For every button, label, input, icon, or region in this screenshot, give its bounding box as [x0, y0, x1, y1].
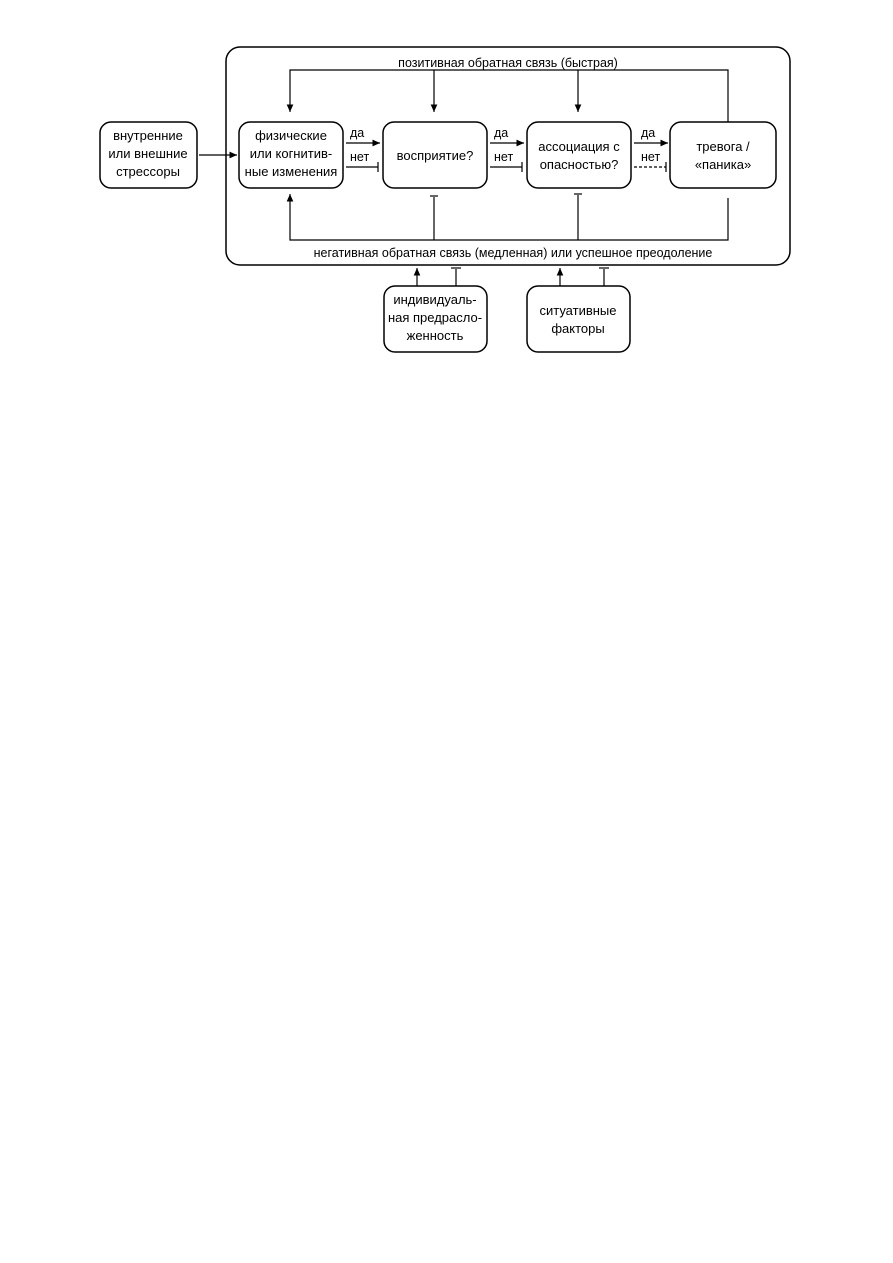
negative-label-bg — [300, 244, 730, 260]
changes-line-1: физические — [255, 128, 327, 143]
no-label-3: нет — [641, 150, 660, 164]
stressors-line-3: стрессоры — [116, 164, 180, 179]
situational-line-2: факторы — [551, 321, 604, 336]
predisposition-influence — [413, 267, 461, 286]
perception-line-1: восприятие? — [397, 148, 474, 163]
situational-influence — [556, 267, 609, 286]
negative-feedback-label: негативная обратная связь (медленная) ил… — [314, 246, 713, 260]
panic-line-1: тревога / — [696, 139, 750, 154]
panic-line-2: «паника» — [695, 157, 751, 172]
predisposition-line-2: ная предрасло- — [388, 310, 482, 325]
positive-feedback-label: позитивная обратная связь (быстрая) — [398, 56, 618, 70]
stressors-line-1: внутренние — [113, 128, 183, 143]
predisposition-line-3: женность — [407, 328, 464, 343]
changes-line-2: или когнитив- — [250, 146, 332, 161]
association-line-1: ассоциация с — [538, 139, 620, 154]
stressors-box — [99, 121, 198, 189]
association-box — [526, 121, 632, 189]
negative-feedback-loop — [286, 193, 729, 241]
yes-label-3: да — [641, 126, 655, 140]
positive-feedback-loop — [286, 69, 729, 122]
situational-box — [526, 285, 631, 353]
outer-frame — [225, 46, 791, 266]
changes-line-3: ные изменения — [245, 164, 338, 179]
perception-box — [382, 121, 488, 189]
panic-box — [669, 121, 777, 189]
stressors-line-2: или внешние — [108, 146, 187, 161]
predisposition-line-1: индивидуаль- — [393, 292, 476, 307]
no-label-2: нет — [494, 150, 513, 164]
yes-label-2: да — [494, 126, 508, 140]
changes-box — [238, 121, 344, 189]
yes-label-1: да — [350, 126, 364, 140]
situational-line-1: ситуативные — [539, 303, 616, 318]
predisposition-box — [383, 285, 488, 353]
no-label-1: нет — [350, 150, 369, 164]
association-line-2: опасностью? — [540, 157, 619, 172]
